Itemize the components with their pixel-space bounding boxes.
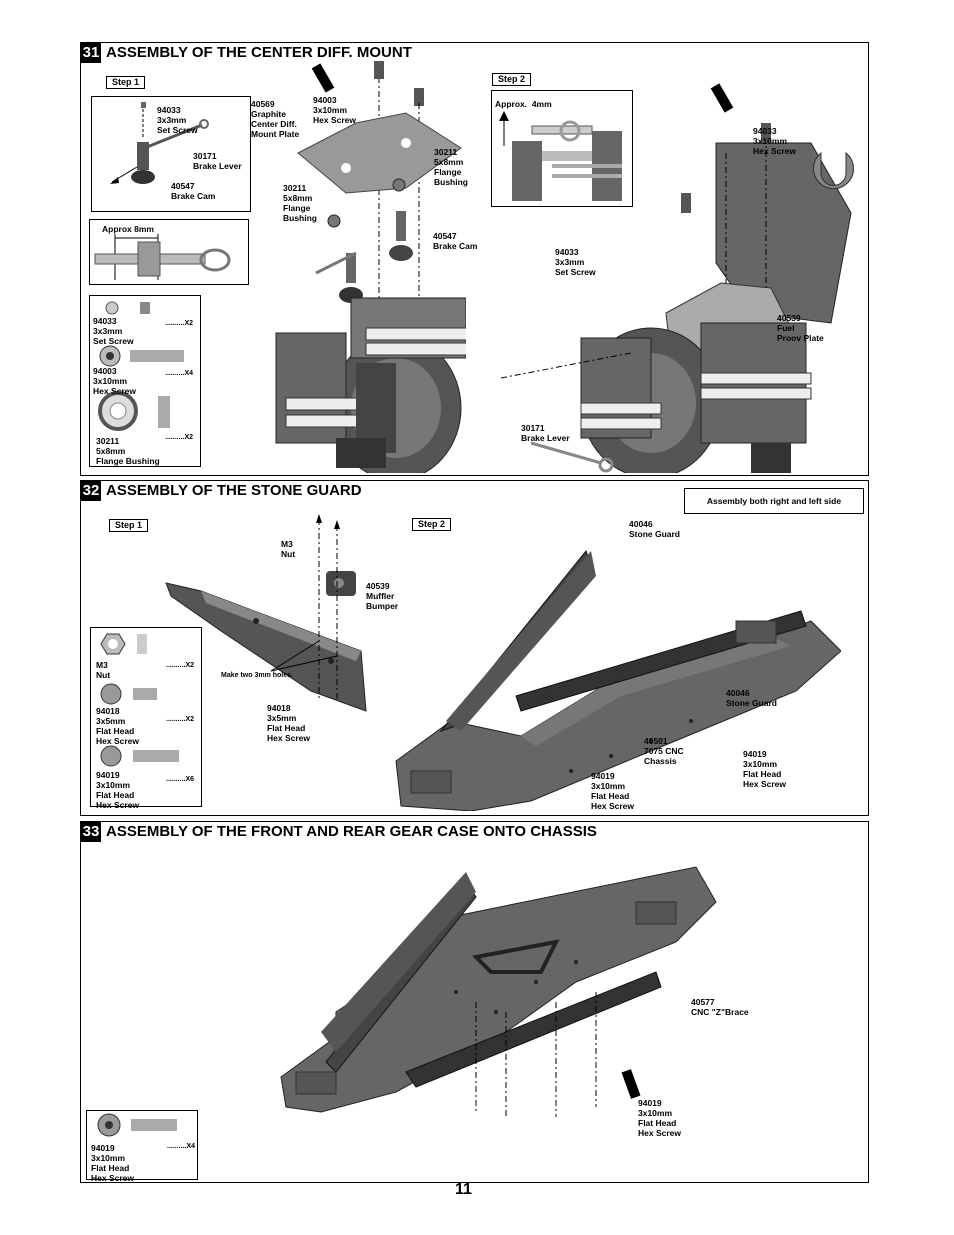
section-number: 33 <box>81 822 101 842</box>
label-40046-stone-guard-top: 40046 Stone Guard <box>629 519 681 539</box>
label-94019-flat-head: 94019 3x10mm Flat Head Hex Screw <box>638 1098 681 1138</box>
section-32: 32 ASSEMBLY OF THE STONE GUARD Assembly … <box>80 480 869 816</box>
parts-31-item-1-label: 94033 3x3mm Set Screw <box>93 316 134 346</box>
section-title: ASSEMBLY OF THE FRONT AND REAR GEAR CASE… <box>106 823 597 840</box>
step-2-badge: Step 2 <box>492 73 532 86</box>
brake-lever-illustration <box>110 102 209 184</box>
step-1-stone-guard-illustration <box>165 514 367 712</box>
parts-31-item-3-label: 30211 5x8mm Flange Bushing <box>96 436 160 466</box>
parts-32-item-1-label: M3 Nut <box>96 660 111 680</box>
parts-31-item-2-label: 94003 3x10mm Hex Screw <box>93 366 136 396</box>
label-30171-brake-lever: 30171 Brake Lever <box>193 151 242 171</box>
parts-33-item-1-qty: ..........X4 <box>167 1143 196 1150</box>
approx-4mm-box: Approx. 4mm <box>491 90 633 207</box>
step-1-diff-assembly-illustration <box>275 61 466 473</box>
label-30171-brake-lever-step2: 30171 Brake Lever <box>521 423 570 443</box>
parts-list-32: M3 Nut ..........X2 94018 3x5mm Flat Hea… <box>90 627 202 810</box>
approx-8mm-illustration <box>94 234 231 280</box>
parts-31-item-1-qty: ..........X2 <box>165 320 194 327</box>
chassis-z-brace-illustration <box>280 866 717 1117</box>
parts-32-item-1-qty: ..........X2 <box>166 662 195 669</box>
label-94018-flat-head: 94018 3x5mm Flat Head Hex Screw <box>267 703 310 743</box>
label-make-holes: Make two 3mm holes. <box>221 672 293 679</box>
label-94019-flat-head-bottom: 94019 3x10mm Flat Head Hex Screw <box>591 771 634 811</box>
parts-icons-31 <box>98 301 184 431</box>
label-40577-z-brace: 40577 CNC "Z"Brace <box>691 997 749 1017</box>
label-40539-muffler-bumper: 40539 Muffler Bumper <box>366 581 399 611</box>
label-40569-mount-plate: 40569 Graphite Center Diff. Mount Plate <box>251 99 300 139</box>
label-40046-stone-guard-right: 40046 Stone Guard <box>726 688 778 708</box>
section-33: 33 ASSEMBLY OF THE FRONT AND REAR GEAR C… <box>80 821 869 1183</box>
step-2-chassis-illustration <box>395 549 841 811</box>
parts-32-item-3-label: 94019 3x10mm Flat Head Hex Screw <box>96 770 139 810</box>
step-1-badge: Step 1 <box>106 76 146 89</box>
parts-32-item-2-qty: ..........X2 <box>166 716 195 723</box>
page-number: 11 <box>455 1181 472 1198</box>
label-30211-bushing-left: 30211 5x8mm Flange Bushing <box>283 183 317 223</box>
section-number: 31 <box>81 43 101 63</box>
parts-31-item-2-qty: ..........X4 <box>165 370 194 377</box>
parts-icons-32 <box>100 633 179 767</box>
parts-32-item-3-qty: ..........X6 <box>166 776 195 783</box>
approx-8mm-box: Approx 8mm <box>89 219 249 285</box>
step-2-diff-assembly-illustration <box>500 123 854 473</box>
parts-icons-33 <box>97 1113 177 1137</box>
label-40547-brake-cam: 40547 Brake Cam <box>171 181 216 201</box>
section-title: ASSEMBLY OF THE CENTER DIFF. MOUNT <box>106 44 412 61</box>
assembly-note: Assembly both right and left side <box>684 488 864 514</box>
section-title: ASSEMBLY OF THE STONE GUARD <box>106 482 362 499</box>
parts-33-item-1-label: 94019 3x10mm Flat Head Hex Screw <box>91 1143 134 1183</box>
parts-list-33: 94019 3x10mm Flat Head Hex Screw .......… <box>86 1110 198 1183</box>
label-94033-set-screw: 94033 3x3mm Set Screw <box>157 105 198 135</box>
section-number: 32 <box>81 481 101 501</box>
label-30211-bushing-right: 30211 5x8mm Flange Bushing <box>434 147 468 187</box>
step-1-badge: Step 1 <box>109 519 149 532</box>
label-40501-chassis: 40501 7075 CNC Chassis <box>644 736 684 766</box>
label-m3-nut: M3 Nut <box>281 539 296 559</box>
label-40539-fuel-proov-plate: 40539 Fuel Proov Plate <box>777 313 824 343</box>
step-2-badge: Step 2 <box>412 518 452 531</box>
label-40547-brake-cam-2: 40547 Brake Cam <box>433 231 478 251</box>
approx-4mm-illustration <box>499 111 622 201</box>
label-94019-flat-head-right: 94019 3x10mm Flat Head Hex Screw <box>743 749 786 789</box>
parts-32-item-2-label: 94018 3x5mm Flat Head Hex Screw <box>96 706 139 746</box>
brake-lever-detail-box <box>91 96 251 212</box>
parts-31-item-3-qty: ..........X2 <box>165 434 194 441</box>
approx-8mm-label: Approx 8mm <box>102 224 154 234</box>
approx-4mm-label: Approx. 4mm <box>495 99 552 109</box>
parts-list-31: 94033 3x3mm Set Screw ..........X2 94003… <box>89 295 201 467</box>
label-94033-hex-screw-step2: 94033 3x10mm Hex Screw <box>753 126 796 156</box>
label-94033-set-screw-step2: 94033 3x3mm Set Screw <box>555 247 596 277</box>
section-31: 31 ASSEMBLY OF THE CENTER DIFF. MOUNT St… <box>80 42 869 476</box>
label-94003-hex-screw: 94003 3x10mm Hex Screw <box>313 95 356 125</box>
